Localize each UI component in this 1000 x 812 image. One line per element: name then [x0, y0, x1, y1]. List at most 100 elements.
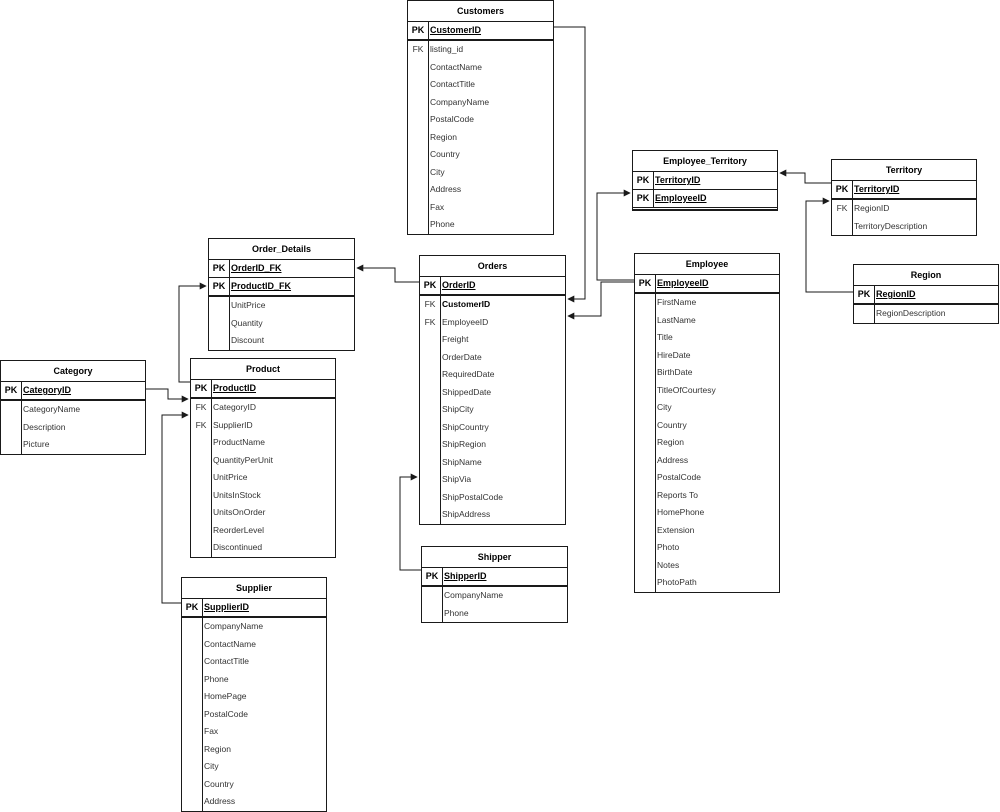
field-row[interactable]: UnitPrice [191, 469, 335, 487]
field-row[interactable]: CompanyName [182, 618, 326, 636]
field-row[interactable]: ReorderLevel [191, 522, 335, 540]
field-row[interactable]: CompanyName [422, 587, 567, 605]
field-row[interactable]: ContactTitle [182, 653, 326, 671]
field-row[interactable]: Discontinued [191, 539, 335, 557]
field-row[interactable]: Freight [420, 331, 565, 349]
field-row[interactable]: Title [635, 329, 779, 347]
field-row[interactable]: Picture [1, 436, 145, 454]
field-row[interactable]: RegionDescription [854, 305, 998, 323]
field-row[interactable]: Region [635, 434, 779, 452]
field-row[interactable]: Reports To [635, 487, 779, 505]
field-row[interactable]: Country [182, 776, 326, 794]
field-row[interactable]: CategoryName [1, 401, 145, 419]
field-name: Picture [23, 439, 50, 449]
field-row[interactable]: ProductName [191, 434, 335, 452]
field-row[interactable]: ShipCity [420, 401, 565, 419]
field-row[interactable]: Phone [422, 605, 567, 623]
field-row[interactable]: Region [408, 129, 553, 147]
field-row[interactable]: LastName [635, 312, 779, 330]
field-row[interactable]: ShipAddress [420, 506, 565, 524]
field-row[interactable]: City [182, 758, 326, 776]
field-row[interactable]: Extension [635, 522, 779, 540]
field-row[interactable]: PhotoPath [635, 574, 779, 592]
column-divider [428, 22, 429, 39]
field-row[interactable]: UnitPrice [209, 297, 354, 315]
field-row[interactable]: Region [182, 741, 326, 759]
field-row[interactable]: ShipVia [420, 471, 565, 489]
field-row[interactable]: ContactName [408, 59, 553, 77]
field-row[interactable]: ShipRegion [420, 436, 565, 454]
field-row[interactable]: HomePage [182, 688, 326, 706]
field-row[interactable]: BirthDate [635, 364, 779, 382]
field-row[interactable]: FirstName [635, 294, 779, 312]
field-row[interactable]: ShippedDate [420, 384, 565, 402]
field-row[interactable]: PostalCode [408, 111, 553, 129]
field-row[interactable]: PostalCode [635, 469, 779, 487]
field-row[interactable]: UnitsOnOrder [191, 504, 335, 522]
field-row[interactable]: ShipCountry [420, 419, 565, 437]
field-row[interactable]: Phone [408, 216, 553, 234]
field-row[interactable]: City [635, 399, 779, 417]
field-row[interactable]: Fax [408, 199, 553, 217]
field-row[interactable]: ContactName [182, 636, 326, 654]
field-row[interactable]: Country [408, 146, 553, 164]
field-row[interactable]: Address [182, 793, 326, 811]
field-row[interactable]: Description [1, 419, 145, 437]
field-row[interactable]: UnitsInStock [191, 487, 335, 505]
field-row[interactable]: OrderDate [420, 349, 565, 367]
field-row[interactable]: Phone [182, 671, 326, 689]
key-marker: PK [636, 193, 650, 203]
field-row[interactable]: Photo [635, 539, 779, 557]
field-row[interactable]: HomePhone [635, 504, 779, 522]
field-row[interactable]: TitleOfCourtesy [635, 382, 779, 400]
field-row[interactable]: Address [408, 181, 553, 199]
field-row[interactable]: TerritoryDescription [832, 218, 976, 236]
field-row[interactable]: QuantityPerUnit [191, 452, 335, 470]
field-name: ShipAddress [442, 509, 491, 519]
field-row[interactable]: PostalCode [182, 706, 326, 724]
field-row[interactable]: Country [635, 417, 779, 435]
field-row[interactable]: HireDate [635, 347, 779, 365]
field-row[interactable]: Quantity [209, 315, 354, 333]
field-row[interactable]: ContactTitle [408, 76, 553, 94]
field-row[interactable]: Fax [182, 723, 326, 741]
field-row[interactable]: Notes [635, 557, 779, 575]
field-row[interactable]: CompanyName [408, 94, 553, 112]
field-row[interactable]: City [408, 164, 553, 182]
field-row[interactable]: ShipName [420, 454, 565, 472]
field-row[interactable]: Address [635, 452, 779, 470]
field-row[interactable]: RequiredDate [420, 366, 565, 384]
field-row[interactable]: Discount [209, 332, 354, 350]
field-row[interactable]: ShipPostalCode [420, 489, 565, 507]
